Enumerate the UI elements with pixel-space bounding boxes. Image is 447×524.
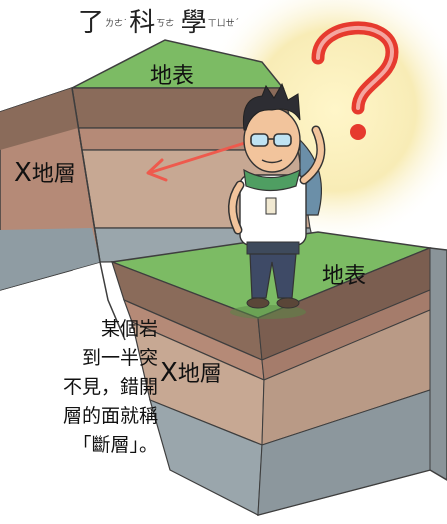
title-char-1: 了 — [78, 8, 105, 38]
label-layer-left: X地層 — [14, 160, 76, 186]
label-layer-left-text: 地層 — [31, 162, 76, 187]
caption-line-3: 不見，錯開 — [62, 376, 158, 398]
fault-line — [71, 87, 126, 341]
label-surface-top: 地表 — [150, 64, 195, 89]
caption-line-2: 到一半突 — [81, 347, 158, 369]
label-surface-right: 地表 — [322, 264, 367, 289]
label-layer-right-x: X — [160, 358, 178, 388]
caption-line-4: 層的面就稱 — [62, 405, 158, 427]
caption-line-5: 「斷層」。 — [72, 434, 158, 456]
glasses-icon — [250, 133, 292, 147]
direction-arrow — [146, 140, 250, 182]
lower-right-rock — [257, 389, 431, 516]
upper-front-topsoil — [0, 88, 78, 150]
label-layer-left-x: X — [14, 158, 32, 188]
label-layer-right-text: 地層 — [177, 362, 222, 387]
question-mark-icon — [311, 21, 399, 140]
caption-line-1: 某個岩 — [100, 318, 158, 340]
label-layer-right: X地層 — [160, 360, 222, 386]
zhuyin-1: ㄌㄜ˙ — [105, 18, 128, 29]
title-char-2: 科 — [129, 8, 156, 38]
caption-text: 某個岩 到一半突 不見，錯開 層的面就稱 「斷層」。 — [0, 315, 158, 460]
title-text: 了ㄌㄜ˙ 科ㄎㄜ 學ㄒㄩㄝˊ — [78, 2, 240, 39]
lower-block — [109, 231, 447, 516]
title-char-3: 學 — [180, 8, 207, 38]
upper-front-rock — [0, 228, 100, 290]
zhuyin-2: ㄎㄜ — [156, 18, 175, 29]
character-figure — [228, 82, 326, 319]
zhuyin-3: ㄒㄩㄝˊ — [207, 18, 240, 29]
